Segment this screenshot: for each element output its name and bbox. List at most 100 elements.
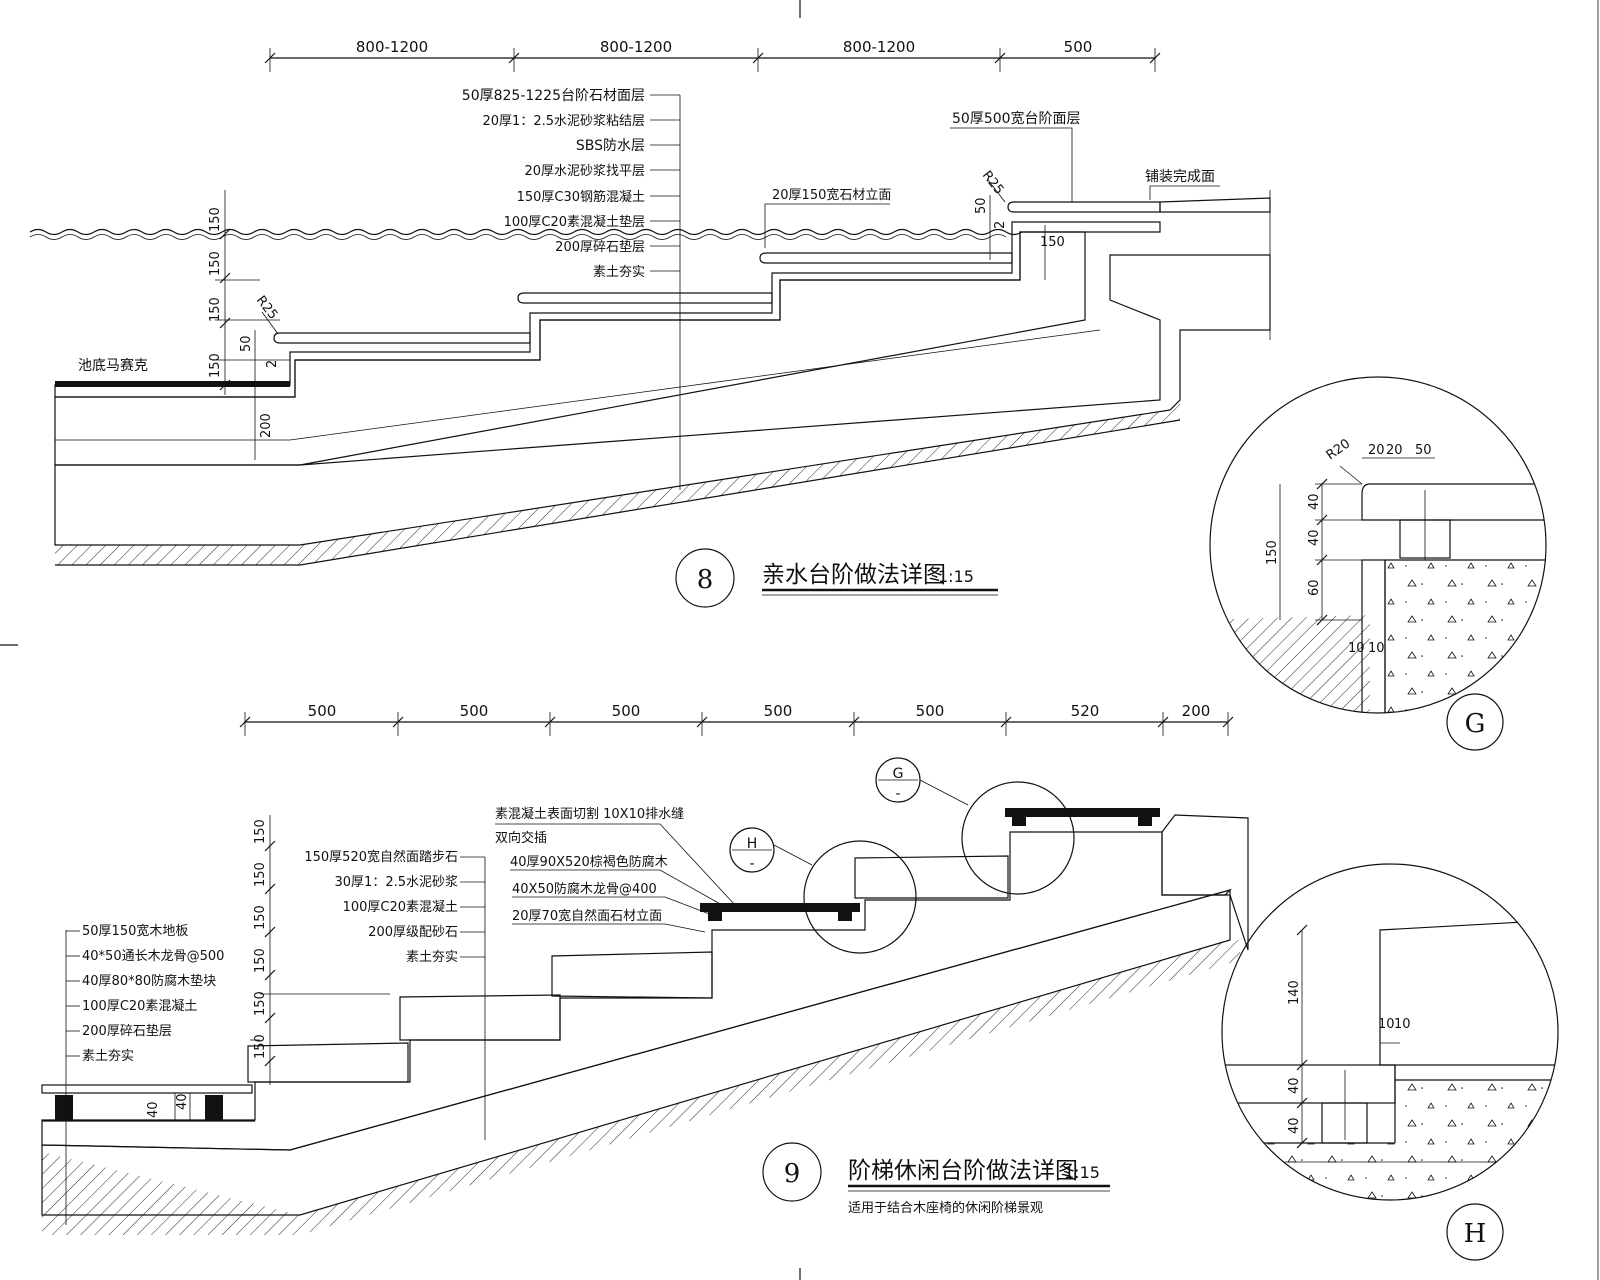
d8-small-150: 150 [1040, 235, 1065, 250]
d8-scale: 1:15 [938, 567, 974, 586]
d9-left-layer-1: 50厚150宽木地板 [82, 923, 188, 939]
d9-wood-seat-2 [1005, 808, 1160, 817]
g-vdim-4: 150 [1265, 540, 1280, 565]
d9-upper-layer-2: 双向交插 [495, 830, 547, 846]
d8-radius-top: R25 [979, 168, 1007, 197]
d8-dim-2: 800-1200 [600, 38, 672, 56]
g-radius: R20 [1324, 436, 1354, 463]
d9-wood-seat-1 [700, 903, 860, 912]
d9-stone-step-4 [854, 855, 1009, 899]
d8-dim-1: 800-1200 [356, 38, 428, 56]
d9-stone-step-1 [247, 1042, 409, 1083]
paving-surface [1159, 197, 1271, 213]
d8-layer-6: 100厚C20素混凝土垫层 [504, 214, 645, 230]
d9-dim-3: 500 [612, 702, 641, 720]
g-small-2: 10 [1368, 641, 1385, 656]
d9-vdim-1: 150 [253, 819, 268, 844]
stone-tread-top [1007, 201, 1161, 213]
d9-compacted-soil [42, 940, 1240, 1235]
d9-left-leaders [66, 930, 80, 1057]
stone-tread-2 [517, 292, 773, 304]
h-label: H [1464, 1219, 1487, 1249]
h-vdim-3: 40 [1287, 1117, 1302, 1134]
callout-tag-g-dash: - [895, 786, 900, 802]
g-label: G [1465, 709, 1486, 739]
h-small-1: 10 [1378, 1017, 1395, 1032]
d9-wood-deck [41, 1084, 253, 1094]
g-small-1: 10 [1348, 641, 1365, 656]
d9-dim-6: 520 [1071, 702, 1100, 720]
d8-top-tread-label: 50厚500宽台阶面层 [952, 110, 1081, 127]
detail-9-title-block [762, 1142, 1110, 1202]
d8-dim-4: 500 [1064, 38, 1093, 56]
d9-concrete-body [41, 831, 1233, 1151]
d9-mid-layer-3: 100厚C20素混凝土 [343, 899, 458, 915]
d9-number: 9 [784, 1159, 801, 1189]
callout-tag-h-dash: - [749, 856, 754, 872]
d9-small-40a: 40 [146, 1101, 161, 1118]
g-vdim-1: 40 [1307, 493, 1322, 510]
d9-upper-layer-3: 40厚90X520棕褐色防腐木 [510, 854, 668, 870]
d9-scale: 1:15 [1064, 1163, 1100, 1182]
d9-subtitle: 适用于结合木座椅的休闲阶梯景观 [848, 1200, 1043, 1216]
d8-small-50b: 50 [974, 197, 989, 214]
d8-layer-3: SBS防水层 [576, 138, 645, 154]
detail-8-layer-leaders [650, 94, 680, 272]
d9-dim-1: 500 [308, 702, 337, 720]
d9-left-layer-2: 40*50通长木龙骨@500 [82, 949, 224, 964]
d8-dim-3: 800-1200 [843, 38, 915, 56]
callout-tag-h [729, 827, 775, 873]
d9-vdim-2: 150 [253, 862, 268, 887]
d8-small-2b: 2 [993, 221, 1008, 229]
callout-tag-h-letter: H [747, 836, 758, 852]
d9-vdim-6: 150 [253, 1034, 268, 1059]
d8-layer-5: 150厚C30钢筋混凝土 [517, 189, 645, 205]
callout-tag-g-letter: G [893, 766, 904, 782]
d9-dim-2: 500 [460, 702, 489, 720]
d9-mid-leaders [460, 856, 485, 958]
detail-9-section [41, 712, 1249, 1235]
d8-vdim-2: 150 [208, 251, 223, 276]
detail-h-enlarged [1221, 863, 1559, 1261]
d9-vdim-5: 150 [253, 991, 268, 1016]
d8-small-2: 2 [265, 360, 280, 368]
d8-title: 亲水台阶做法详图 [762, 562, 946, 588]
d8-small-200: 200 [259, 413, 274, 438]
d9-left-dimension [174, 815, 390, 1120]
detail-9-top-dimension [239, 712, 1234, 736]
d8-vdim-1: 150 [208, 207, 223, 232]
d8-radius-bottom: R25 [253, 293, 281, 322]
d9-stone-step-2 [399, 994, 561, 1041]
detail-g-enlarged [1209, 376, 1547, 751]
d9-vdim-3: 150 [253, 905, 268, 930]
d9-dim-5: 500 [916, 702, 945, 720]
h-vdim-1: 140 [1287, 980, 1302, 1005]
d8-layer-8: 素土夯实 [593, 265, 645, 280]
callout-circle-h [803, 840, 917, 954]
d9-mid-layer-2: 30厚1：2.5水泥砂浆 [335, 875, 459, 890]
d8-riser-label: 20厚150宽石材立面 [772, 187, 891, 203]
d9-mid-layer-1: 150厚520宽自然面踏步石 [304, 849, 458, 865]
d9-left-layer-4: 100厚C20素混凝土 [82, 998, 197, 1014]
d9-upper-layer-5: 20厚70宽自然面石材立面 [512, 908, 662, 924]
detail-8-section [29, 48, 1271, 566]
g-dim-3: 50 [1415, 443, 1432, 458]
stone-tread-3 [759, 252, 1013, 264]
g-dim-2: 20 [1386, 443, 1403, 458]
d9-vdim-4: 150 [253, 948, 268, 973]
g-vdim-2: 40 [1307, 529, 1322, 546]
d9-left-layer-6: 素土夯实 [82, 1049, 134, 1064]
d9-stone-step-3 [551, 951, 713, 999]
d9-upper-leaders [495, 823, 736, 933]
d8-vdim-3: 150 [208, 297, 223, 322]
d8-number: 8 [697, 565, 714, 595]
d9-upper-layer-1: 素混凝土表面切割 10X10排水缝 [495, 806, 684, 822]
d9-mid-layer-5: 素土夯实 [406, 950, 458, 965]
d9-dim-4: 500 [764, 702, 793, 720]
d8-layer-2: 20厚1：2.5水泥砂浆粘结层 [483, 114, 646, 129]
d8-vdim-4: 150 [208, 353, 223, 378]
g-vdim-3: 60 [1307, 579, 1322, 596]
h-small-2: 10 [1394, 1017, 1411, 1032]
